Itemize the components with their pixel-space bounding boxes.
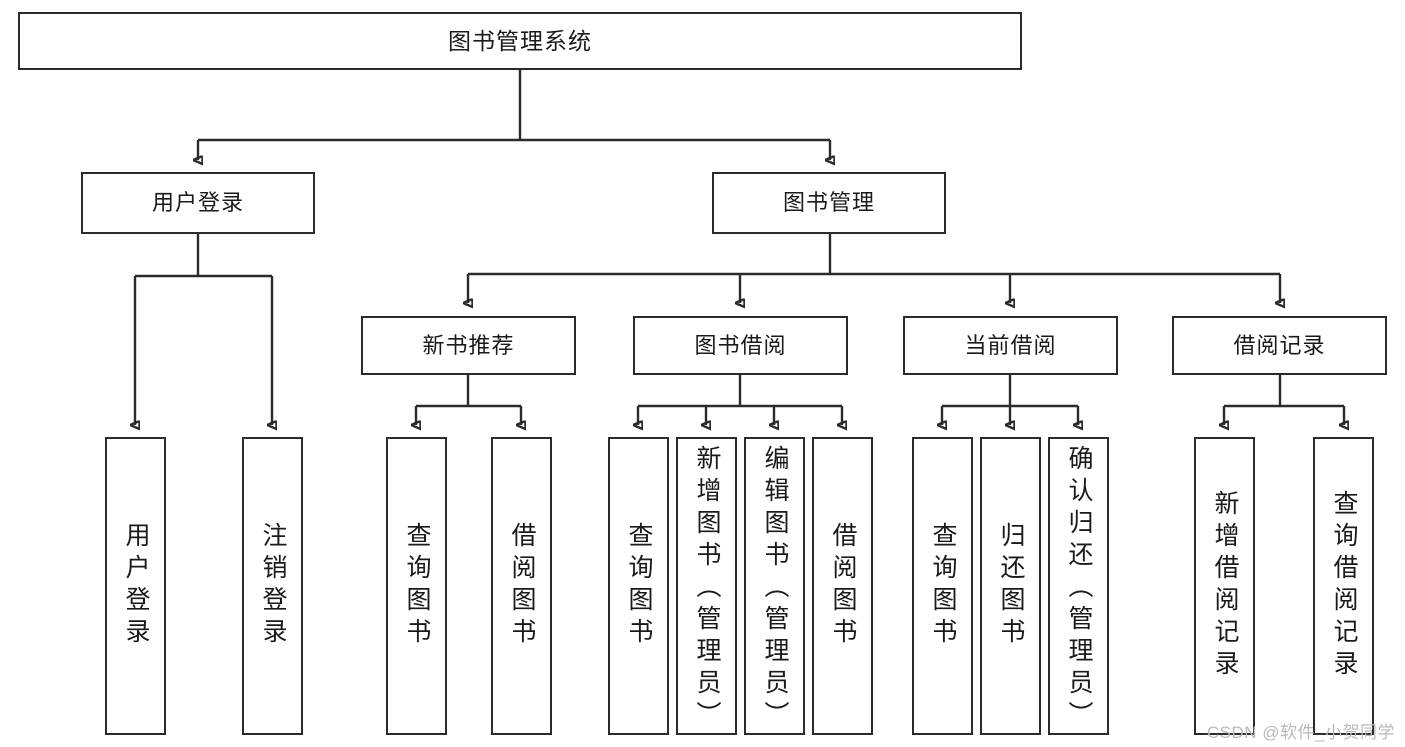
node-label: 图书管理系统 [448,27,592,54]
node-book-borrow[interactable]: 图书借阅 [633,316,848,375]
leaf-borrow-edit-book[interactable]: 编辑图书（管理员） [744,437,805,735]
node-label: 用户登录 [151,190,244,216]
node-label: 查询图书 [625,522,653,650]
node-label: 新书推荐 [422,332,515,358]
leaf-rec-query-record[interactable]: 查询借阅记录 [1313,437,1374,735]
node-label: 用户登录 [122,522,150,650]
leaf-rec-borrow-book[interactable]: 借阅图书 [491,437,552,735]
node-user-login[interactable]: 用户登录 [81,172,315,234]
node-label: 新增图书（管理员） [693,445,721,733]
leaf-user-login[interactable]: 用户登录 [105,437,166,735]
node-label: 编辑图书（管理员） [761,445,789,733]
watermark: CSDN @软件_小贺同学 [1206,723,1395,742]
leaf-rec-add-record[interactable]: 新增借阅记录 [1194,437,1255,735]
node-label: 借阅图书 [508,522,536,650]
node-root[interactable]: 图书管理系统 [18,12,1022,70]
node-current-borrow[interactable]: 当前借阅 [903,316,1118,375]
node-new-book-rec[interactable]: 新书推荐 [361,316,576,375]
leaf-cur-confirm-return[interactable]: 确认归还（管理员） [1048,437,1109,735]
node-label: 借阅记录 [1233,332,1326,358]
leaf-rec-query-book[interactable]: 查询图书 [386,437,447,735]
node-label: 新增借阅记录 [1211,490,1239,682]
node-label: 借阅图书 [829,522,857,650]
node-label: 当前借阅 [964,332,1057,358]
node-label: 查询图书 [403,522,431,650]
node-label: 注销登录 [259,522,287,650]
node-book-manage[interactable]: 图书管理 [712,172,946,234]
node-label: 确认归还（管理员） [1065,445,1093,733]
node-label: 查询图书 [929,522,957,650]
node-borrow-record[interactable]: 借阅记录 [1172,316,1387,375]
node-label: 归还图书 [997,522,1025,650]
leaf-borrow-query-book[interactable]: 查询图书 [608,437,669,735]
node-label: 图书借阅 [694,332,787,358]
node-label: 图书管理 [782,190,875,216]
leaf-borrow-borrow-book[interactable]: 借阅图书 [812,437,873,735]
leaf-user-logout[interactable]: 注销登录 [242,437,303,735]
leaf-borrow-add-book[interactable]: 新增图书（管理员） [676,437,737,735]
leaf-cur-query-book[interactable]: 查询图书 [912,437,973,735]
leaf-cur-return-book[interactable]: 归还图书 [980,437,1041,735]
node-label: 查询借阅记录 [1330,490,1358,682]
